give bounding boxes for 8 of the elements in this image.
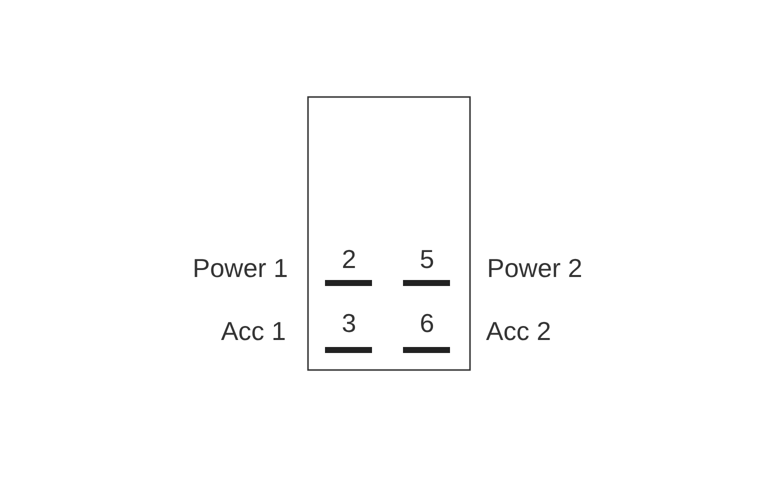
- pin-number: 3: [342, 308, 356, 338]
- pin-number: 5: [420, 244, 434, 274]
- pin-number: 6: [420, 308, 434, 338]
- pin-label: Acc 2: [486, 316, 552, 346]
- pin-label: Power 1: [192, 253, 288, 283]
- pin-number: 2: [342, 244, 356, 274]
- pin-label: Acc 1: [220, 316, 286, 346]
- pin-label: Power 2: [487, 253, 582, 283]
